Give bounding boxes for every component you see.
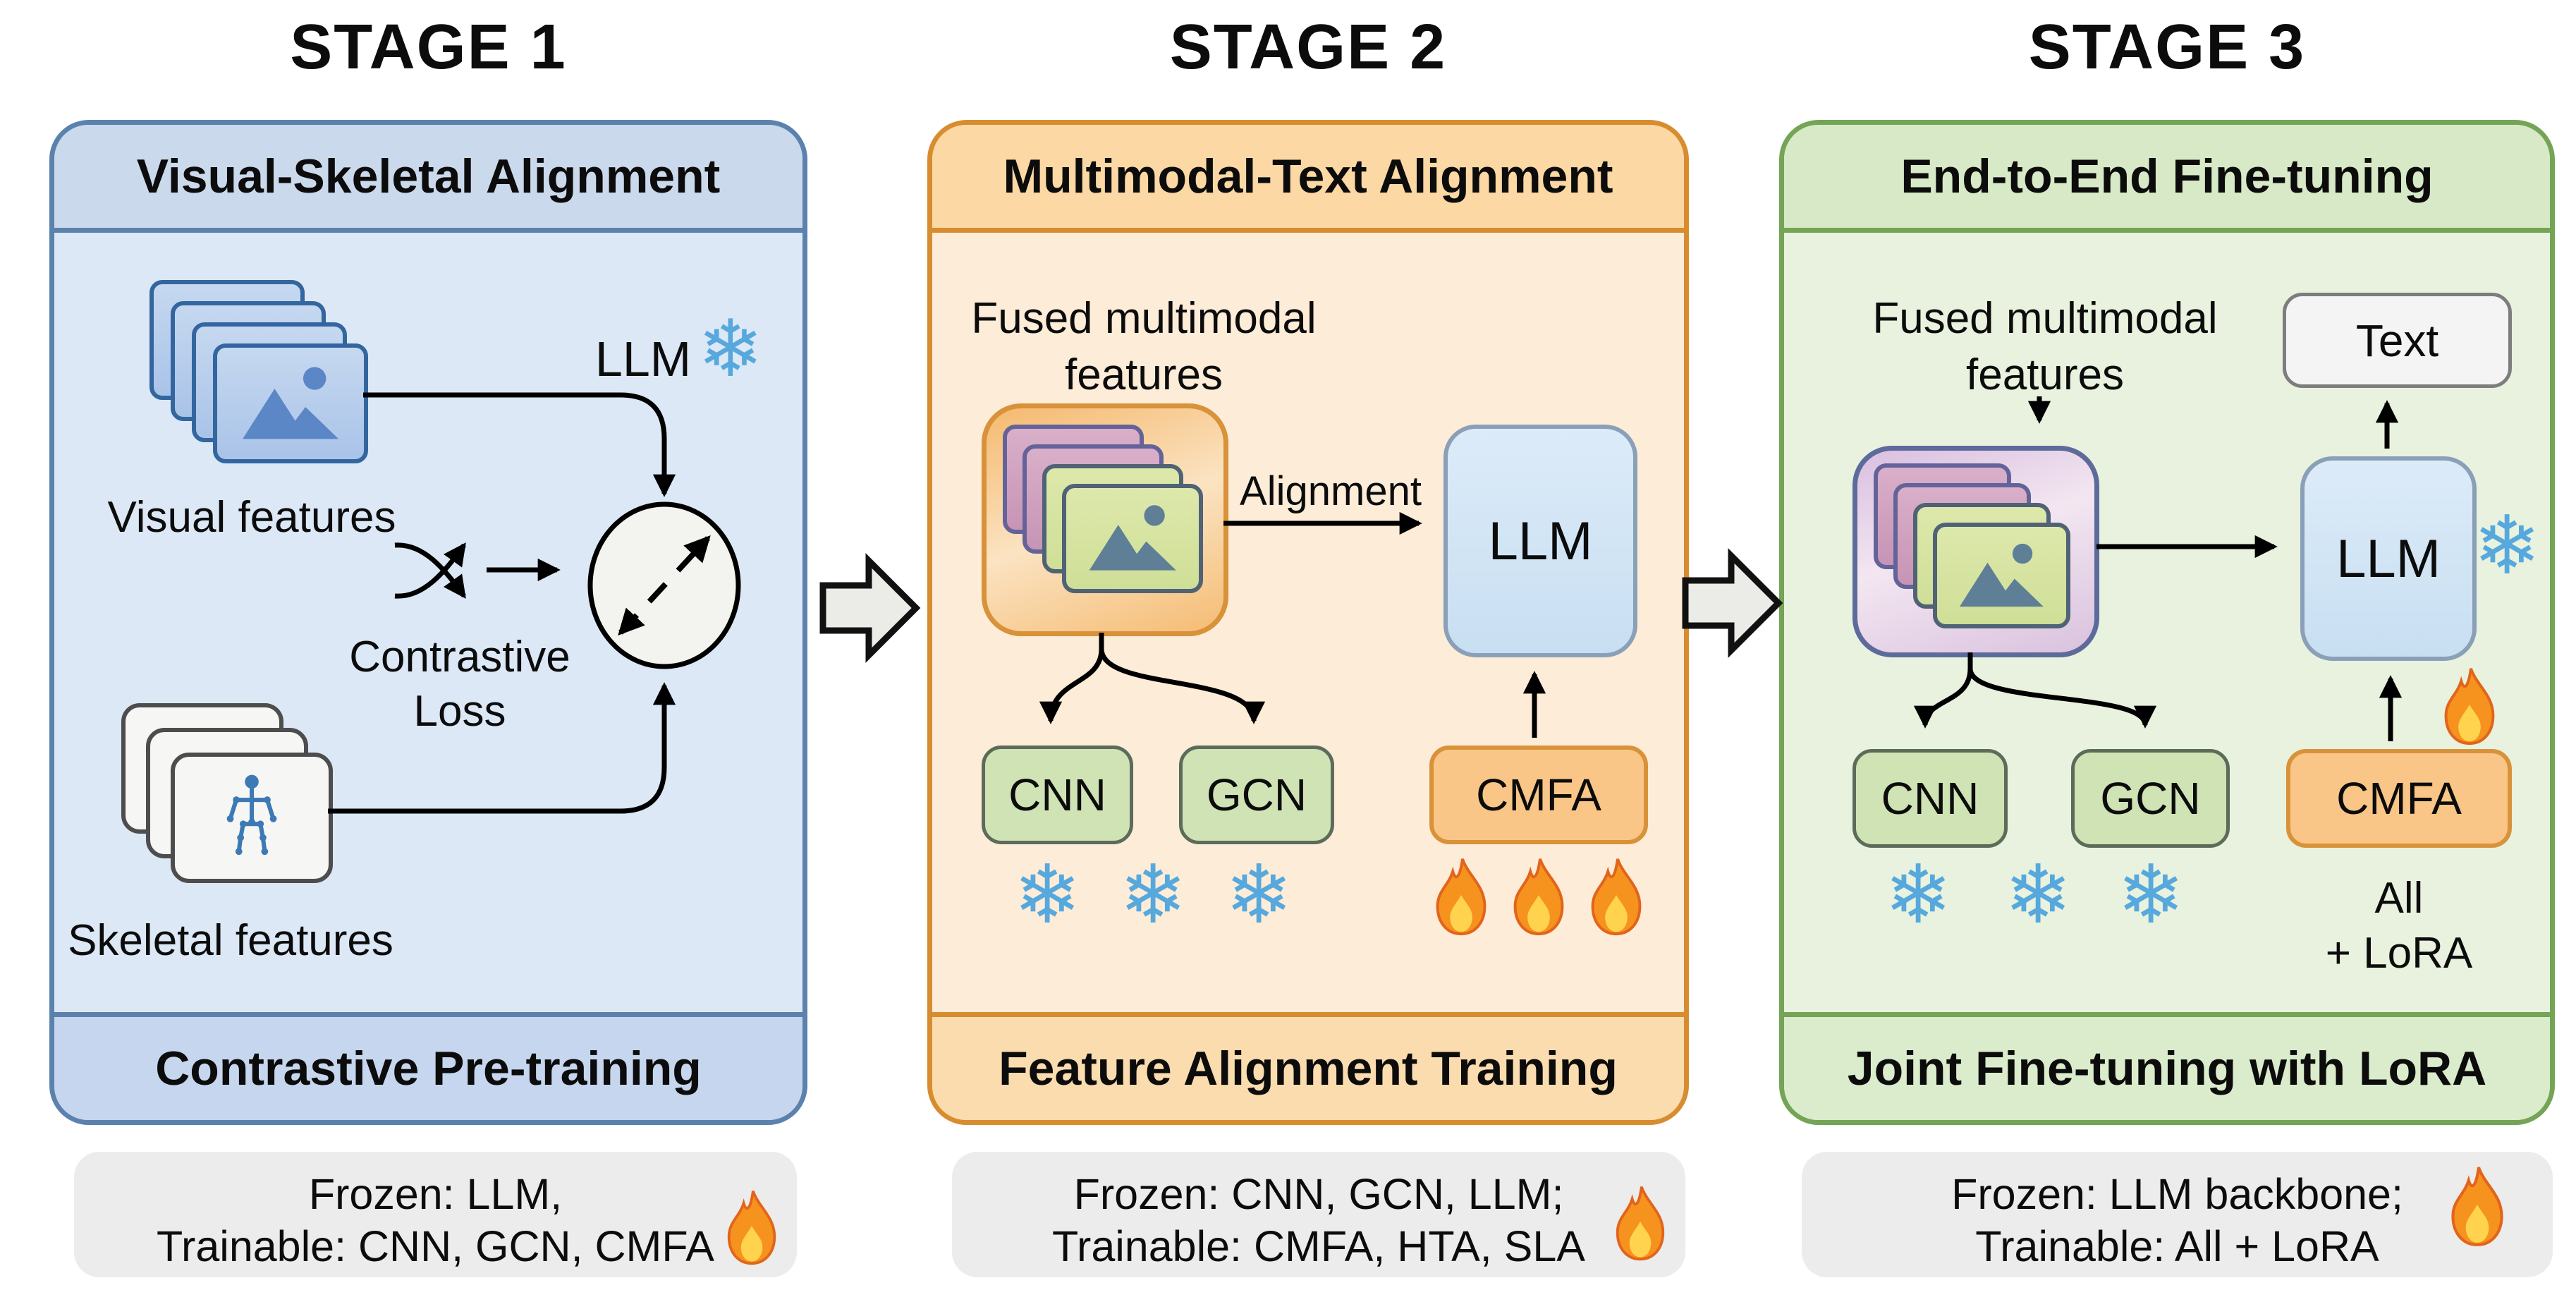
llm-box: LLM	[1443, 425, 1637, 657]
gcn-box: GCN	[2071, 749, 2230, 848]
snowflake-icon: ❄	[1013, 848, 1082, 942]
contrastive-loss-label-line1: Contrastive	[349, 633, 570, 681]
stage1-to-stage2-arrow	[819, 553, 921, 663]
llm-box: LLM	[2300, 456, 2477, 661]
fire-icon	[1436, 858, 1487, 936]
fire-icon	[727, 1191, 776, 1265]
snowflake-icon: ❄	[2473, 499, 2541, 593]
stage-2-footer: Feature Alignment Training	[932, 1012, 1684, 1120]
note-trainable-line: Trainable: CMFA, HTA, SLA	[1052, 1222, 1585, 1270]
stage-2-header: Multimodal-Text Alignment	[932, 125, 1684, 233]
stage-3-header: End-to-End Fine-tuning	[1784, 125, 2550, 233]
stage-1-header: Visual-Skeletal Alignment	[54, 125, 802, 233]
stage2-to-stage3-arrow	[1682, 548, 1783, 658]
alignment-arrow-label: Alignment	[1240, 468, 1422, 514]
llm-frozen-label: LLM	[594, 331, 692, 387]
stage-1-panel: Visual-Skeletal Alignment Visual feature…	[49, 120, 807, 1125]
picture-icon	[1960, 543, 2044, 607]
contrastive-loss-label-line2: Loss	[413, 687, 506, 736]
stage-1-note: Frozen: LLM, Trainable: CNN, GCN, CMFA	[74, 1152, 797, 1277]
cnn-box: CNN	[982, 746, 1133, 844]
stage-1-title: STAGE 1	[290, 12, 567, 83]
stage-3-footer: Joint Fine-tuning with LoRA	[1784, 1012, 2550, 1120]
cnn-box: CNN	[1852, 749, 2008, 848]
picture-icon	[242, 367, 339, 439]
snowflake-icon: ❄	[1119, 848, 1188, 942]
fire-icon	[1513, 858, 1564, 936]
image-card-front	[213, 343, 368, 463]
fused-features-label-line1: Fused multimodal	[1872, 294, 2218, 343]
skeleton-icon	[226, 774, 277, 855]
image-card-front	[1062, 484, 1203, 593]
lora-label-line2: + LoRA	[2325, 929, 2473, 978]
note-trainable-line: Trainable: All + LoRA	[1975, 1222, 2379, 1270]
stage-2-panel: Multimodal-Text Alignment Fused multimod…	[927, 120, 1689, 1125]
stage-3-note: Frozen: LLM backbone; Trainable: All + L…	[1802, 1152, 2553, 1277]
cmfa-box: CMFA	[1429, 746, 1648, 844]
fused-features-label-line2: features	[1064, 351, 1223, 399]
fused-features-label-line2: features	[1965, 351, 2125, 399]
text-output-box: Text	[2283, 293, 2512, 388]
note-frozen-line: Frozen: CNN, GCN, LLM;	[1073, 1170, 1564, 1218]
fire-icon	[1591, 858, 1642, 936]
stage-1-footer: Contrastive Pre-training	[54, 1012, 802, 1120]
cmfa-box: CMFA	[2286, 749, 2512, 848]
note-frozen-line: Frozen: LLM backbone;	[1951, 1170, 2403, 1218]
lora-label-line1: All	[2374, 874, 2424, 923]
stage-3-panel: End-to-End Fine-tuning Fused multimodal …	[1779, 120, 2555, 1125]
stage-3-title: STAGE 3	[2028, 12, 2306, 83]
gcn-box: GCN	[1179, 746, 1334, 844]
fire-icon	[2444, 668, 2495, 746]
visual-features-label: Visual features	[107, 493, 396, 542]
snowflake-icon: ❄	[1225, 848, 1293, 942]
fire-icon	[1616, 1186, 1665, 1261]
image-card-front	[1933, 523, 2070, 628]
note-frozen-line: Frozen: LLM,	[308, 1170, 563, 1218]
snowflake-icon: ❄	[697, 303, 764, 395]
note-trainable-line: Trainable: CNN, GCN, CMFA	[157, 1222, 714, 1270]
picture-icon	[1089, 505, 1176, 571]
snowflake-icon: ❄	[2117, 848, 2185, 942]
stage-2-title: STAGE 2	[1169, 12, 1447, 83]
skeletal-features-label: Skeletal features	[68, 916, 393, 965]
stage-2-note: Frozen: CNN, GCN, LLM; Trainable: CMFA, …	[952, 1152, 1685, 1277]
skeleton-card-front	[171, 753, 333, 883]
fire-icon	[2451, 1167, 2503, 1246]
snowflake-icon: ❄	[1884, 848, 1953, 942]
fused-features-label-line1: Fused multimodal	[971, 294, 1317, 343]
snowflake-icon: ❄	[2004, 848, 2073, 942]
